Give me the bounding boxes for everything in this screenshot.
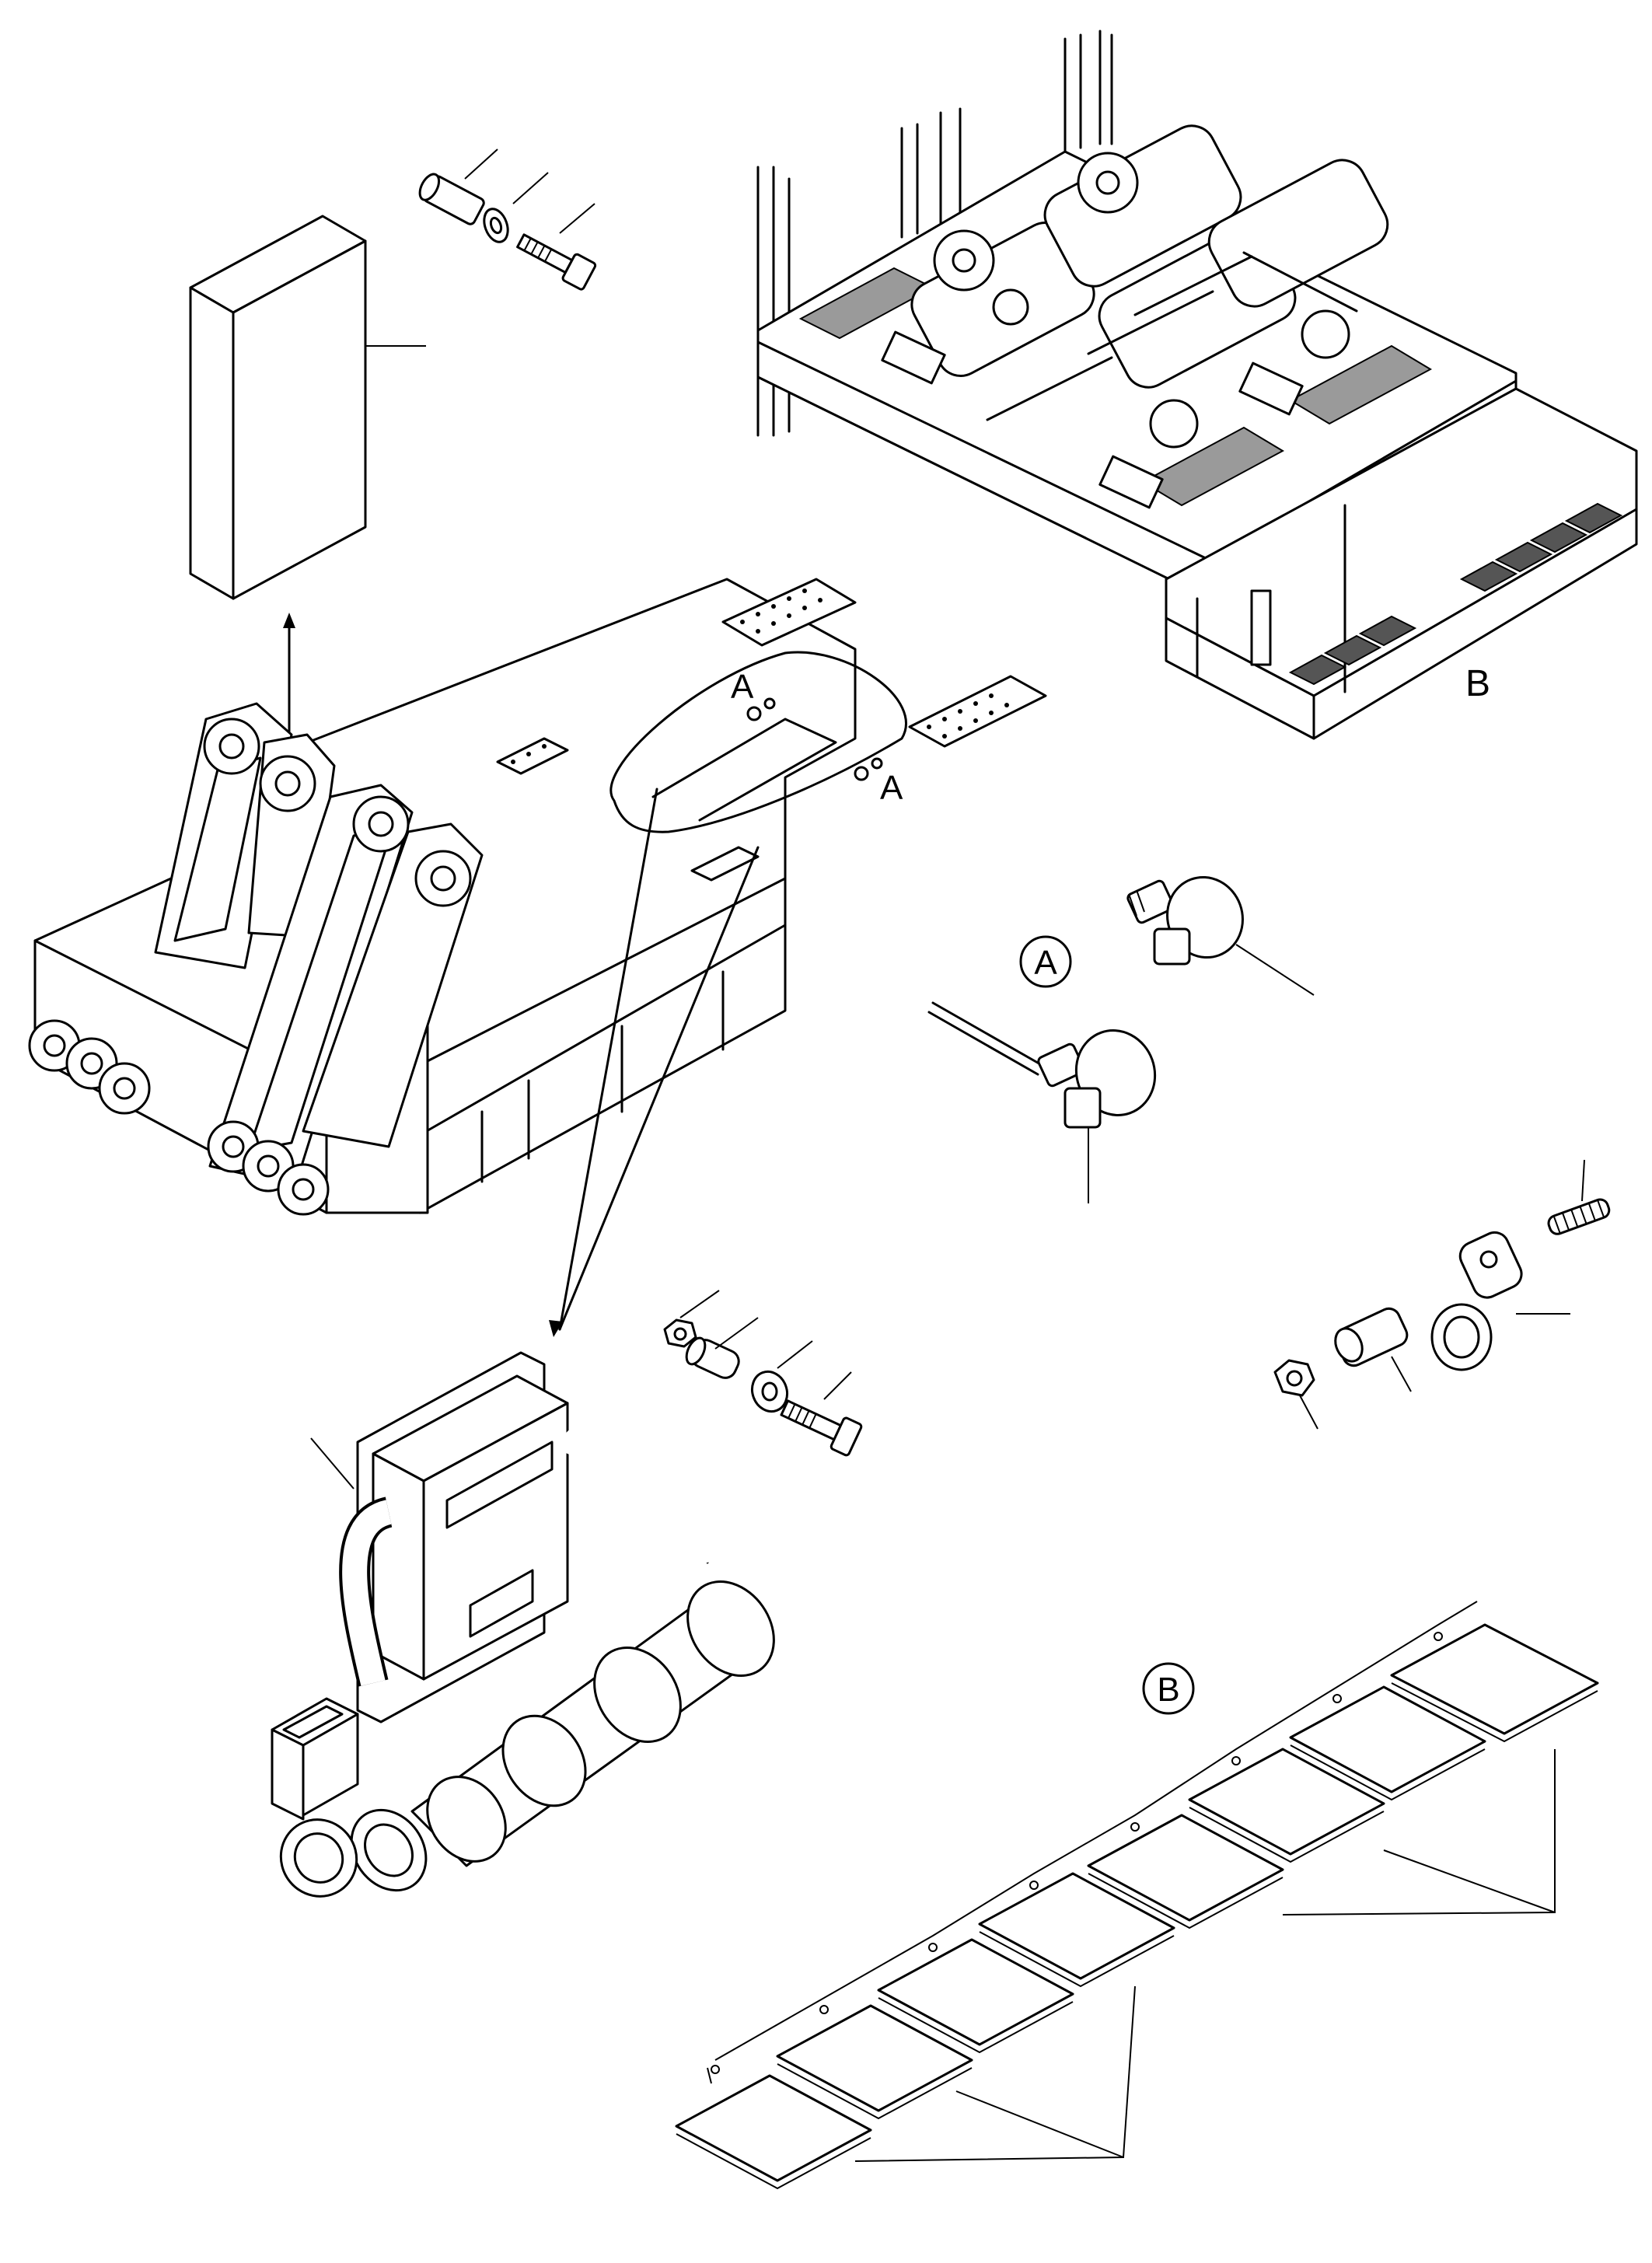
detail-b-marker: B xyxy=(1465,663,1490,704)
arrow-head-down xyxy=(549,1320,563,1337)
leader-arrow-1 xyxy=(558,788,658,1331)
detail-a-callout-circle xyxy=(1019,935,1072,988)
detail-a-valves: A xyxy=(927,875,1315,1203)
leader-arrow-2 xyxy=(558,846,760,1331)
detail-b-callout-circle xyxy=(1142,1662,1195,1715)
detail-b-tiles: B xyxy=(675,1601,1599,2190)
main-frame: A A xyxy=(28,578,1047,1216)
pallet-assembly: B xyxy=(756,30,1638,740)
spacer-washer-bolt-set xyxy=(418,148,597,291)
arrow-head-up xyxy=(283,613,295,628)
nut-spacer-washer-bolt-set xyxy=(663,1290,863,1457)
box-component xyxy=(189,215,426,600)
detail-a-label: A xyxy=(1034,944,1057,982)
clamp-hardware-set xyxy=(1273,1159,1611,1430)
detail-a-marker-1: A xyxy=(731,668,754,706)
heater-unit xyxy=(271,1351,775,1898)
detail-b-label: B xyxy=(1157,1671,1179,1709)
detail-a-marker-2: A xyxy=(880,769,903,807)
